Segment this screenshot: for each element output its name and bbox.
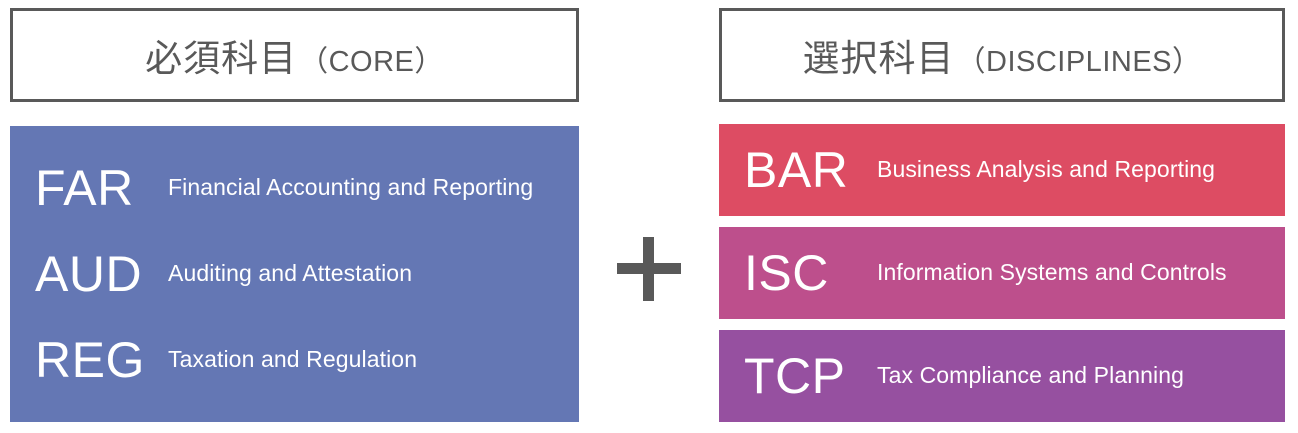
discipline-subject-row: TCP Tax Compliance and Planning [719,330,1285,422]
disciplines-header-box: 選択科目 （DISCIPLINES） [719,8,1285,102]
core-subject-description: Auditing and Attestation [168,260,413,287]
core-header-text: 必須科目 （CORE） [145,28,444,82]
discipline-subject-code: TCP [744,348,846,404]
plus-icon [617,237,681,301]
discipline-subject-description: Tax Compliance and Planning [877,362,1185,389]
core-subject-description: Financial Accounting and Reporting [168,174,534,201]
plus-icon-vertical-bar [643,237,654,301]
discipline-subject-description: Information Systems and Controls [877,259,1227,286]
discipline-subject-description: Business Analysis and Reporting [877,156,1216,183]
disciplines-header-english: （DISCIPLINES） [956,46,1202,78]
core-subject-row: AUD Auditing and Attestation [10,231,579,317]
core-subjects-panel: FAR Financial Accounting and Reporting A… [10,126,579,422]
core-subject-code: FAR [35,160,134,216]
core-header-box: 必須科目 （CORE） [10,8,579,102]
discipline-subject-row: BAR Business Analysis and Reporting [719,124,1285,216]
core-header-japanese: 必須科目 [145,38,298,79]
discipline-subject-row: ISC Information Systems and Controls [719,227,1285,319]
disciplines-subjects-panel: BAR Business Analysis and Reporting ISC … [719,124,1285,422]
disciplines-header-japanese: 選択科目 [802,38,955,79]
core-subject-code: AUD [35,246,143,302]
discipline-subject-code: ISC [744,245,829,301]
core-subject-code: REG [35,332,145,388]
discipline-subject-code: BAR [744,142,849,198]
core-subject-row: REG Taxation and Regulation [10,317,579,403]
core-subject-row: FAR Financial Accounting and Reporting [10,145,579,231]
core-subject-description: Taxation and Regulation [168,346,418,373]
core-header-english: （CORE） [299,46,444,78]
disciplines-header-text: 選択科目 （DISCIPLINES） [803,28,1202,82]
